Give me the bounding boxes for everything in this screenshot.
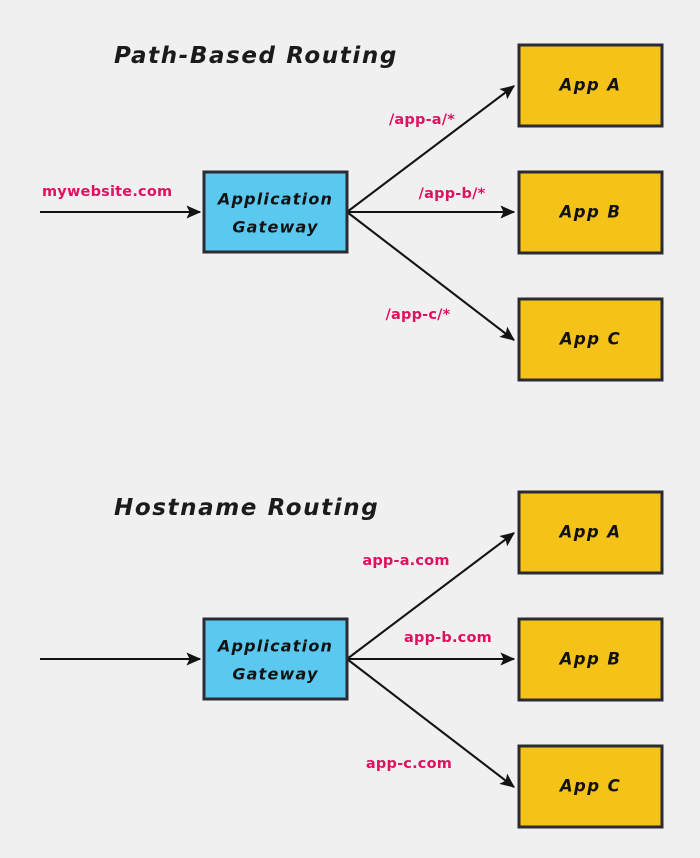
app-box-c-hostname xyxy=(517,744,664,829)
route-edge-app-a-path-based xyxy=(346,85,515,213)
route-label-app-c-path-based: /app-c/* xyxy=(386,307,451,323)
route-label-app-c-hostname: app-c.com xyxy=(366,756,452,772)
app-node-c-path-based[interactable]: App C xyxy=(517,297,664,382)
route-label-app-b-hostname: app-b.com xyxy=(404,630,492,646)
section-title-hostname: Hostname Routing xyxy=(114,495,379,521)
app-box-b-hostname xyxy=(517,617,664,702)
app-label-c-hostname: App C xyxy=(558,777,621,796)
route-edge-app-c-path-based xyxy=(346,211,515,341)
gateway-label-line2-hostname: Gateway xyxy=(232,665,318,684)
section-path-based-routing: Path-Based Routing mywebsite.com Applica… xyxy=(40,43,664,382)
gateway-label-line2-path-based: Gateway xyxy=(232,218,318,237)
app-box-a-hostname xyxy=(517,490,664,575)
app-node-a-hostname[interactable]: App A xyxy=(517,490,664,575)
gateway-label-line1-path-based: Application xyxy=(216,190,333,209)
section-hostname-routing: Hostname Routing Application Gateway App… xyxy=(40,490,664,829)
app-node-b-path-based[interactable]: App B xyxy=(517,170,664,255)
app-box-c-path-based xyxy=(517,297,664,382)
app-label-c-path-based: App C xyxy=(558,330,621,349)
route-label-app-b-path-based: /app-b/* xyxy=(419,186,486,202)
app-label-a-hostname: App A xyxy=(558,523,622,542)
section-title-path-based: Path-Based Routing xyxy=(114,43,398,69)
route-edge-app-a-hostname xyxy=(346,532,515,660)
app-node-c-hostname[interactable]: App C xyxy=(517,744,664,829)
app-label-b-path-based: App B xyxy=(558,203,622,222)
route-edge-app-c-hostname xyxy=(346,658,515,788)
app-node-a-path-based[interactable]: App A xyxy=(517,43,664,128)
gateway-node-path-based[interactable]: Application Gateway xyxy=(202,170,349,254)
app-box-a-path-based xyxy=(517,43,664,128)
app-box-b-path-based xyxy=(517,170,664,255)
gateway-box-hostname xyxy=(202,617,349,701)
route-label-app-a-path-based: /app-a/* xyxy=(389,112,455,128)
route-label-app-a-hostname: app-a.com xyxy=(362,553,449,569)
app-node-b-hostname[interactable]: App B xyxy=(517,617,664,702)
gateway-box-path-based xyxy=(202,170,349,254)
app-label-a-path-based: App A xyxy=(558,76,622,95)
gateway-label-line1-hostname: Application xyxy=(216,637,333,656)
gateway-node-hostname[interactable]: Application Gateway xyxy=(202,617,349,701)
app-label-b-hostname: App B xyxy=(558,650,622,669)
ingress-label-path-based: mywebsite.com xyxy=(42,184,172,200)
